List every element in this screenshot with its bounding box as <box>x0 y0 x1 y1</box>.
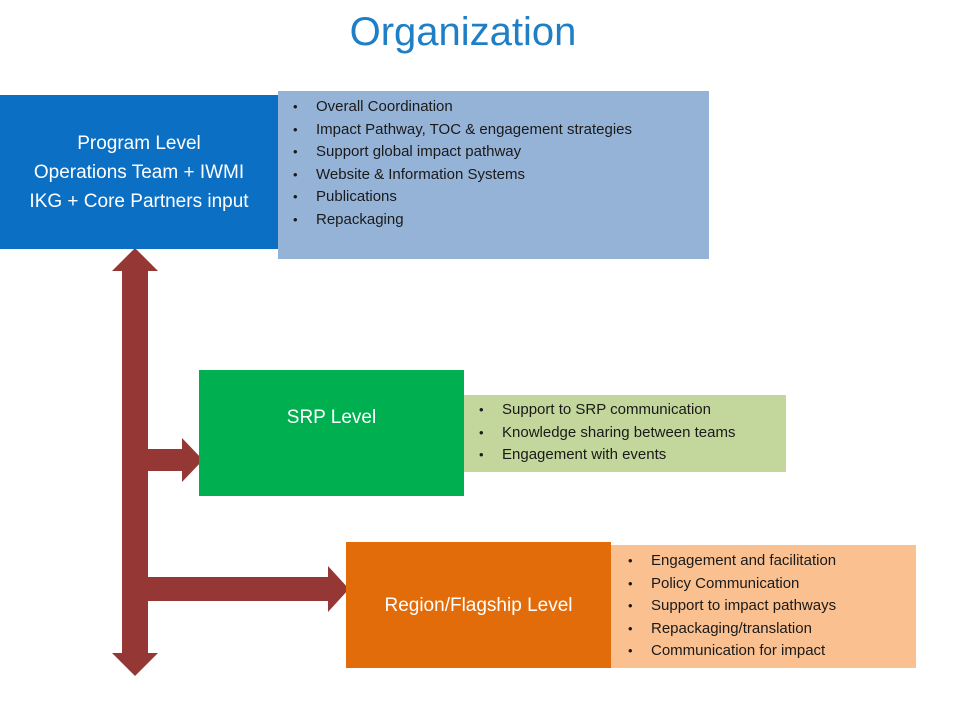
srp-level-responsibilities: Support to SRP communication Knowledge s… <box>464 395 786 472</box>
region-flagship-level-box: Region/Flagship Level <box>346 542 611 668</box>
srp-level-title: SRP Level <box>286 406 377 428</box>
list-item: Engagement with events <box>472 444 786 467</box>
list-item: Repackaging/translation <box>621 618 916 641</box>
list-item: Knowledge sharing between teams <box>472 422 786 445</box>
program-level-input: IKG + Core Partners input <box>29 190 249 212</box>
list-item: Overall Coordination <box>286 96 709 119</box>
arrow-to-srp-level <box>148 438 203 482</box>
list-item: Repackaging <box>286 209 709 232</box>
list-item: Policy Communication <box>621 573 916 596</box>
program-level-box: Program Level Operations Team + IWMI IKG… <box>0 95 278 249</box>
list-item: Impact Pathway, TOC & engagement strateg… <box>286 119 709 142</box>
arrow-to-region-level <box>148 566 349 612</box>
region-level-title: Region/Flagship Level <box>384 594 573 616</box>
list-item: Support to SRP communication <box>472 399 786 422</box>
list-item: Engagement and facilitation <box>621 550 916 573</box>
srp-level-box: SRP Level <box>199 370 464 496</box>
program-level-team: Operations Team + IWMI <box>33 161 245 183</box>
program-level-responsibilities: Overall Coordination Impact Pathway, TOC… <box>278 91 709 259</box>
vertical-double-arrow <box>112 248 158 676</box>
list-item: Publications <box>286 186 709 209</box>
region-level-responsibilities: Engagement and facilitation Policy Commu… <box>611 545 916 668</box>
list-item: Website & Information Systems <box>286 164 709 187</box>
page-title: Organization <box>349 10 577 54</box>
program-level-title: Program Level <box>77 132 201 154</box>
list-item: Communication for impact <box>621 640 916 663</box>
list-item: Support to impact pathways <box>621 595 916 618</box>
list-item: Support global impact pathway <box>286 141 709 164</box>
